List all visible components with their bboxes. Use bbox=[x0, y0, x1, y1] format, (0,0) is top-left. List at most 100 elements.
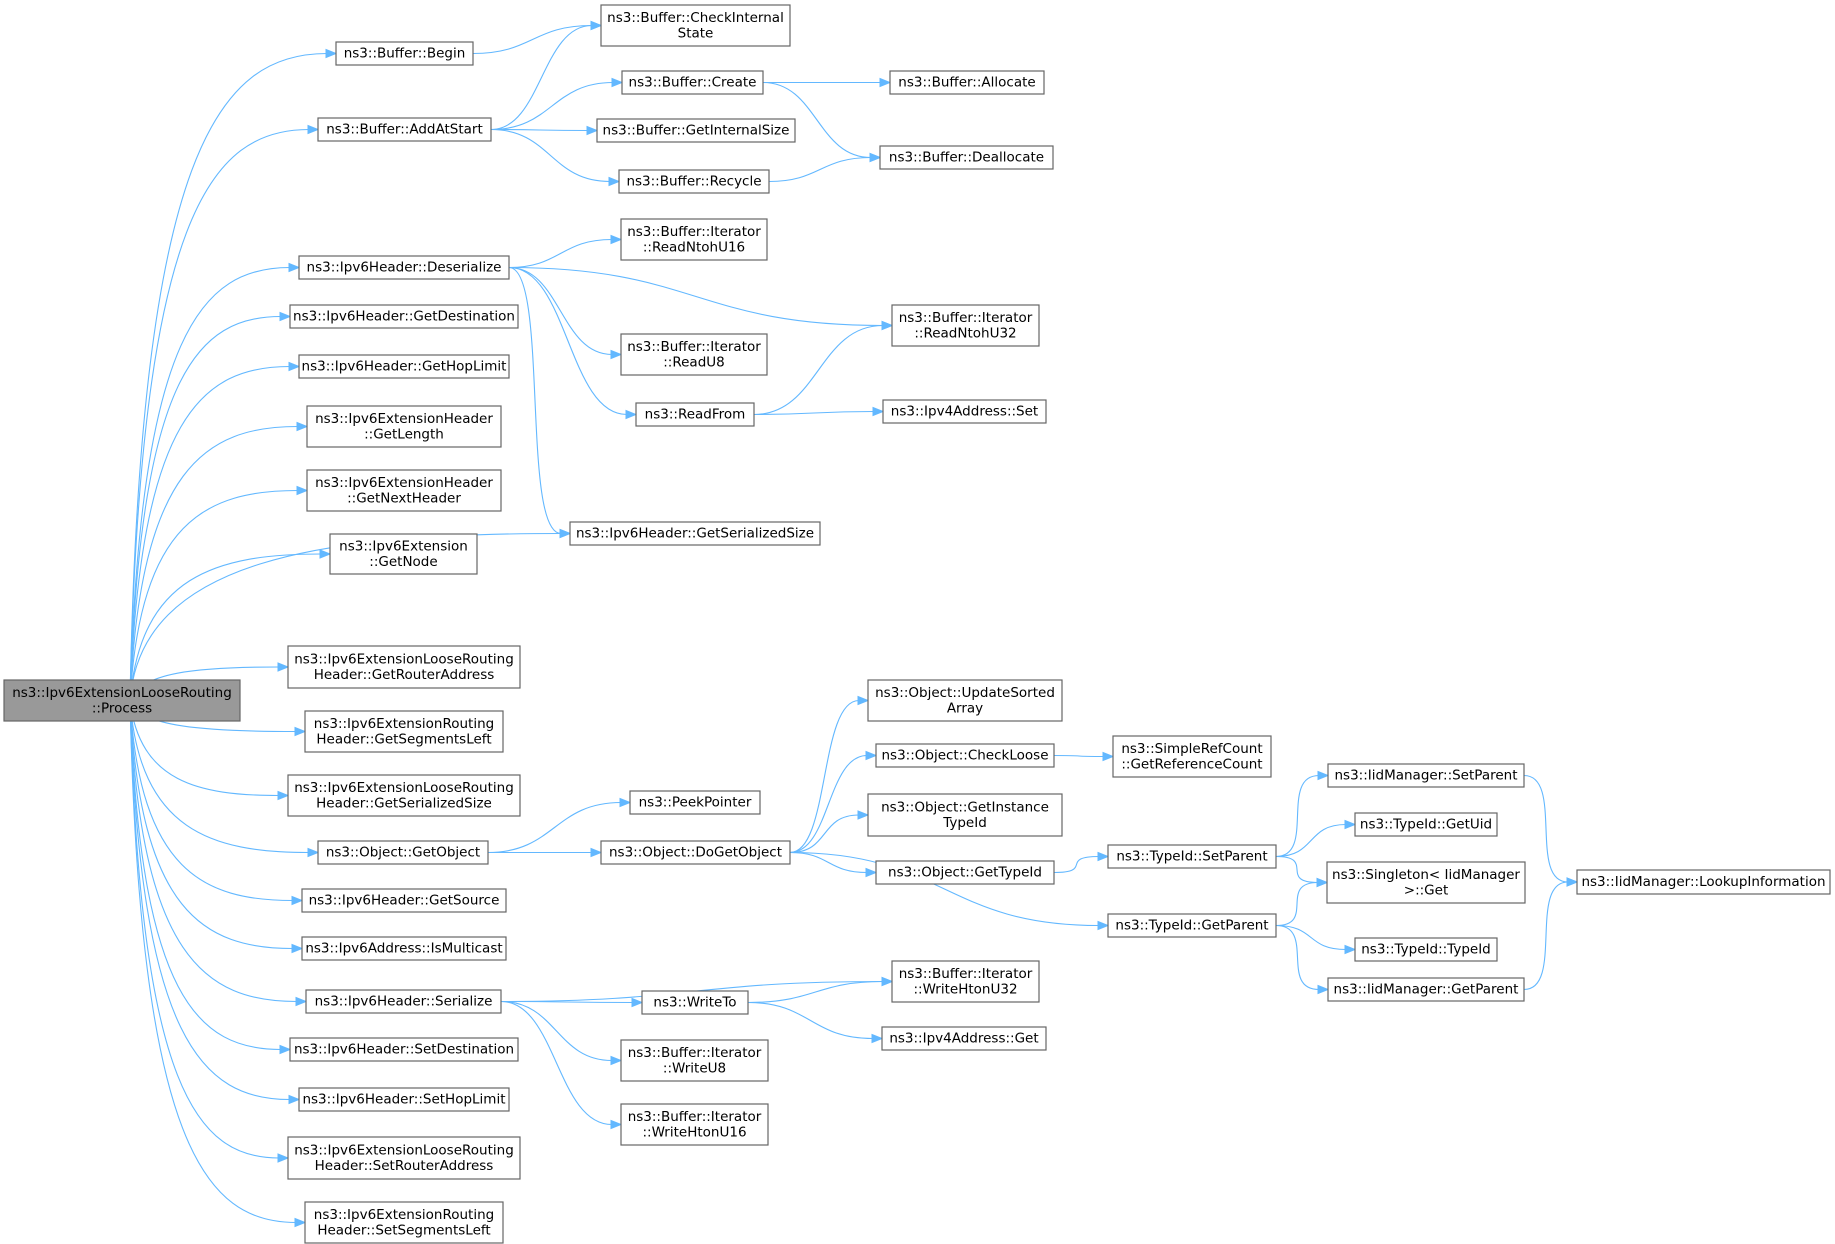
node-ipv6h-getserializedsize[interactable]: ns3::Ipv6Header::GetSerializedSize bbox=[569, 521, 821, 546]
node-buf-begin[interactable]: ns3::Buffer::Begin bbox=[335, 41, 474, 66]
edge-arrowhead bbox=[610, 349, 623, 360]
node-ipv6h-gethoplimit[interactable]: ns3::Ipv6Header::GetHopLimit bbox=[298, 354, 510, 379]
node-box bbox=[298, 354, 510, 379]
node-obj-checkloose[interactable]: ns3::Object::CheckLoose bbox=[875, 743, 1055, 768]
node-buf-recycle[interactable]: ns3::Buffer::Recycle bbox=[618, 169, 770, 194]
node-lrh-getrouteraddress[interactable]: ns3::Ipv6ExtensionLooseRoutingHeader::Ge… bbox=[287, 645, 521, 689]
edge-line bbox=[508, 266, 562, 535]
node-iid-getparent[interactable]: ns3::IidManager::GetParent bbox=[1327, 977, 1525, 1002]
node-label: ns3::Ipv6ExtensionLooseRouting bbox=[294, 780, 514, 796]
node-ipv4-set[interactable]: ns3::Ipv4Address::Set bbox=[882, 399, 1047, 424]
edge-process-to-ipv6a-ismulticast bbox=[129, 700, 304, 954]
node-readfrom[interactable]: ns3::ReadFrom bbox=[635, 402, 755, 427]
node-obj-gettypeid[interactable]: ns3::Object::GetTypeId bbox=[875, 860, 1055, 885]
node-label: ns3::Ipv6Header::GetHopLimit bbox=[302, 359, 507, 375]
node-exth-getlength[interactable]: ns3::Ipv6ExtensionHeader::GetLength bbox=[306, 405, 502, 448]
node-typeid-getuid[interactable]: ns3::TypeId::GetUid bbox=[1354, 812, 1498, 837]
node-label: ::Process bbox=[92, 700, 152, 716]
node-it-readntohu32[interactable]: ns3::Buffer::Iterator::ReadNtohU32 bbox=[891, 304, 1040, 347]
node-obj-getobject[interactable]: ns3::Object::GetObject bbox=[317, 840, 489, 865]
edge-line bbox=[1275, 924, 1320, 991]
node-iid-setparent[interactable]: ns3::IidManager::SetParent bbox=[1327, 763, 1525, 788]
edge-arrowhead bbox=[294, 1217, 307, 1228]
edge-arrowhead bbox=[1317, 770, 1330, 781]
edge-ipv6h-serialize-to-writeto bbox=[500, 997, 644, 1008]
node-ipv6h-sethoplimit[interactable]: ns3::Ipv6Header::SetHopLimit bbox=[298, 1087, 510, 1112]
node-label: ns3::Buffer::AddAtStart bbox=[326, 122, 483, 138]
node-ipv6h-serialize[interactable]: ns3::Ipv6Header::Serialize bbox=[305, 989, 502, 1014]
node-iid-lookupinformation[interactable]: ns3::IidManager::LookupInformation bbox=[1576, 869, 1831, 895]
node-it-writeu8[interactable]: ns3::Buffer::Iterator::WriteU8 bbox=[620, 1039, 769, 1082]
node-it-writehtonu32[interactable]: ns3::Buffer::Iterator::WriteHtonU32 bbox=[891, 960, 1040, 1003]
node-ipv6a-ismulticast[interactable]: ns3::Ipv6Address::IsMulticast bbox=[301, 936, 507, 961]
edge-arrowhead bbox=[319, 549, 332, 559]
node-label: Header::GetRouterAddress bbox=[314, 667, 495, 683]
node-label: ns3::Ipv6ExtensionLooseRouting bbox=[294, 1142, 514, 1158]
node-ipv6h-deserialize[interactable]: ns3::Ipv6Header::Deserialize bbox=[298, 255, 510, 280]
node-label: ns3::Ipv6ExtensionHeader bbox=[315, 475, 493, 491]
edge-buf-recycle-to-buf-deallocate bbox=[768, 152, 882, 183]
edge-line bbox=[508, 266, 884, 327]
edge-ipv6h-deserialize-to-readfrom bbox=[508, 266, 638, 420]
node-rh-setsegmentsleft[interactable]: ns3::Ipv6ExtensionRoutingHeader::SetSegm… bbox=[304, 1201, 504, 1244]
node-peekpointer[interactable]: ns3::PeekPointer bbox=[629, 790, 761, 815]
node-typeid-getparent[interactable]: ns3::TypeId::GetParent bbox=[1107, 913, 1277, 938]
node-writeto[interactable]: ns3::WriteTo bbox=[641, 990, 749, 1015]
edge-typeid-getparent-to-iid-getparent bbox=[1275, 924, 1330, 995]
node-ipv4-get[interactable]: ns3::Ipv4Address::Get bbox=[881, 1026, 1047, 1051]
node-label: ns3::Object::GetObject bbox=[326, 845, 480, 861]
edge-arrowhead bbox=[288, 1094, 301, 1105]
node-box bbox=[867, 793, 1063, 837]
node-exth-getnextheader[interactable]: ns3::Ipv6ExtensionHeader::GetNextHeader bbox=[306, 469, 502, 512]
edge-arrowhead bbox=[857, 810, 870, 820]
node-box bbox=[1327, 977, 1525, 1002]
node-box bbox=[867, 679, 1063, 722]
node-box bbox=[3, 679, 241, 722]
edge-process-to-ipv6h-setdestination bbox=[129, 700, 292, 1055]
node-label: ns3::Ipv6Header::Deserialize bbox=[307, 260, 502, 276]
edge-arrowhead bbox=[871, 1033, 884, 1044]
node-buf-create[interactable]: ns3::Buffer::Create bbox=[621, 70, 764, 95]
edge-line bbox=[768, 156, 872, 183]
edge-arrowhead bbox=[1566, 877, 1579, 887]
node-lrh-setrouteraddress[interactable]: ns3::Ipv6ExtensionLooseRoutingHeader::Se… bbox=[287, 1136, 521, 1180]
node-box bbox=[1112, 735, 1272, 778]
node-src-getreferencecount[interactable]: ns3::SimpleRefCount::GetReferenceCount bbox=[1112, 735, 1272, 778]
edge-line bbox=[129, 700, 291, 1101]
node-typeid-typeid[interactable]: ns3::TypeId::TypeId bbox=[1354, 937, 1498, 962]
node-lrh-getserializedsize[interactable]: ns3::Ipv6ExtensionLooseRoutingHeader::Ge… bbox=[287, 774, 521, 817]
node-label: ns3::Ipv6ExtensionRouting bbox=[314, 1207, 494, 1223]
edge-arrowhead bbox=[277, 1153, 290, 1163]
edge-line bbox=[1275, 855, 1319, 884]
node-it-writehtonu16[interactable]: ns3::Buffer::Iterator::WriteHtonU16 bbox=[620, 1103, 769, 1146]
node-typeid-setparent[interactable]: ns3::TypeId::SetParent bbox=[1107, 844, 1277, 869]
node-box bbox=[1327, 763, 1525, 788]
node-box bbox=[301, 888, 507, 913]
node-buf-deallocate[interactable]: ns3::Buffer::Deallocate bbox=[879, 145, 1054, 170]
node-ipv6h-setdestination[interactable]: ns3::Ipv6Header::SetDestination bbox=[289, 1037, 519, 1062]
edge-line bbox=[487, 801, 622, 854]
node-obj-dogetobject[interactable]: ns3::Object::DoGetObject bbox=[600, 840, 791, 865]
edge-process-to-ipv6h-sethoplimit bbox=[129, 700, 301, 1105]
edge-line bbox=[747, 1001, 874, 1040]
node-rh-getsegmentsleft[interactable]: ns3::Ipv6ExtensionRoutingHeader::GetSegm… bbox=[304, 710, 504, 753]
edge-arrowhead bbox=[631, 997, 644, 1008]
node-buf-getinternalsize[interactable]: ns3::Buffer::GetInternalSize bbox=[596, 118, 796, 143]
node-label: Header::SetSegmentsLeft bbox=[317, 1222, 490, 1238]
node-buf-allocate[interactable]: ns3::Buffer::Allocate bbox=[889, 70, 1045, 95]
node-ipv6h-getsource[interactable]: ns3::Ipv6Header::GetSource bbox=[301, 888, 507, 913]
edge-typeid-setparent-to-typeid-getuid bbox=[1275, 819, 1357, 858]
node-it-readntohu16[interactable]: ns3::Buffer::Iterator::ReadNtohU16 bbox=[620, 218, 768, 261]
node-box bbox=[875, 743, 1055, 768]
edge-arrowhead bbox=[1097, 920, 1110, 931]
edge-arrowhead bbox=[872, 406, 885, 417]
node-label: Array bbox=[947, 700, 983, 716]
node-it-readu8[interactable]: ns3::Buffer::Iterator::ReadU8 bbox=[620, 333, 768, 376]
node-singleton-get[interactable]: ns3::Singleton< IidManager>::Get bbox=[1326, 861, 1526, 904]
node-ext-getnode[interactable]: ns3::Ipv6Extension::GetNode bbox=[329, 533, 478, 575]
node-buf-addatstart[interactable]: ns3::Buffer::AddAtStart bbox=[317, 117, 492, 142]
node-ipv6h-getdestination[interactable]: ns3::Ipv6Header::GetDestination bbox=[289, 304, 519, 329]
